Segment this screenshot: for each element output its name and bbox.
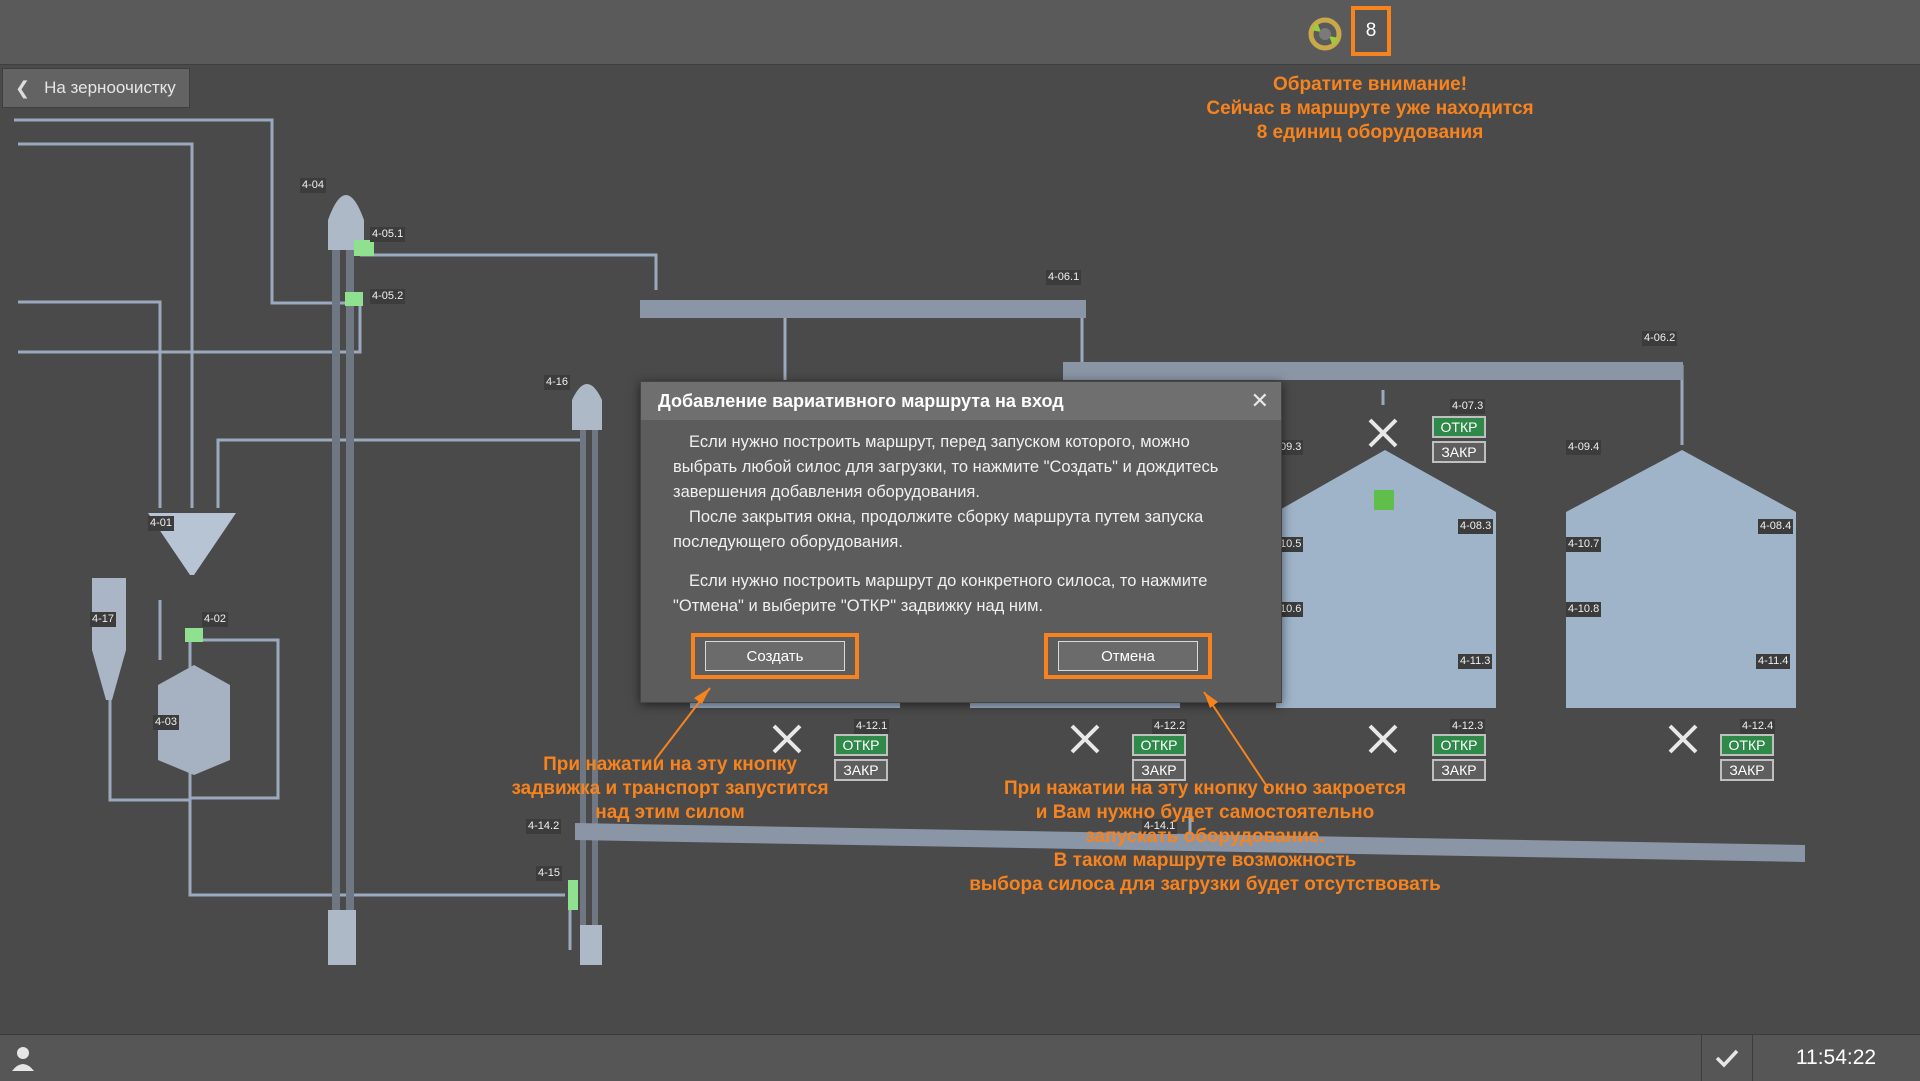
equipment-label: 09.3 <box>1278 440 1304 455</box>
confirm-zone[interactable] <box>1701 1035 1753 1081</box>
bottom-bar: 11:54:22 <box>0 1034 1920 1081</box>
equipment-label: 4-08.4 <box>1758 519 1794 534</box>
equipment-label: 10.5 <box>1278 537 1304 552</box>
annotation-line: и Вам нужно будет самостоятельно <box>1035 802 1375 823</box>
dialog-header: Добавление вариативного маршрута на вход… <box>641 382 1281 420</box>
chevron-left-icon: ❮ <box>15 77 31 98</box>
equipment-label: 4-12.1 <box>854 719 890 734</box>
route-equipment-counter[interactable]: 8 <box>1351 6 1391 56</box>
equipment-label: 4-11.4 <box>1756 654 1791 669</box>
checkmark-icon <box>1715 1049 1739 1068</box>
equipment-label: 4-08.3 <box>1458 519 1494 534</box>
valve-close-button-4-12-2[interactable]: ЗАКР <box>1132 759 1186 781</box>
valve-open-button-4-07-3[interactable]: ОТКР <box>1432 416 1486 438</box>
equipment-label: 4-12.2 <box>1152 719 1188 734</box>
annotation-line: над этим силом <box>595 802 745 823</box>
equipment-label: 10.6 <box>1278 602 1304 617</box>
equipment-label: 4-06.2 <box>1642 331 1678 346</box>
equipment-label: 4-17 <box>90 612 117 627</box>
valve-open-button-4-12-2[interactable]: ОТКР <box>1132 734 1186 756</box>
equipment-label: 4-04 <box>300 178 327 193</box>
equipment-label: 4-14.1 <box>1142 819 1178 834</box>
dialog-text: Если нужно построить маршрут, перед запу… <box>673 433 1219 501</box>
equipment-label: 4-12.3 <box>1450 719 1486 734</box>
equipment-label: 4-07.3 <box>1450 399 1486 414</box>
valve-close-button-4-12-3[interactable]: ЗАКР <box>1432 759 1486 781</box>
back-to-cleaning-button[interactable]: ❮ На зерноочистку <box>2 68 190 108</box>
equipment-label: 4-02 <box>202 612 229 627</box>
equipment-scheme <box>14 118 1805 965</box>
equipment-label: 4-16 <box>544 375 571 390</box>
route-notice: Обратите внимание! Сейчас в маршруте уже… <box>1180 73 1560 145</box>
equipment-label: 4-10.7 <box>1566 537 1602 552</box>
equipment-label: 4-11.3 <box>1458 654 1493 669</box>
valve-open-button-4-12-1[interactable]: ОТКР <box>834 734 888 756</box>
create-button-highlight: Создать <box>691 633 859 679</box>
create-button[interactable]: Создать <box>705 641 845 671</box>
equipment-label: 4-05.1 <box>370 227 406 242</box>
create-annotation: При нажатии на эту кнопку задвижка и тра… <box>490 753 850 825</box>
cancel-button-highlight: Отмена <box>1044 633 1212 679</box>
equipment-label: 4-05.2 <box>370 289 406 304</box>
valve-close-button-4-12-1[interactable]: ЗАКР <box>834 759 888 781</box>
clock: 11:54:22 <box>1795 1046 1877 1069</box>
route-refresh-icon[interactable] <box>1303 12 1347 56</box>
valve-close-button-4-12-4[interactable]: ЗАКР <box>1720 759 1774 781</box>
annotation-line: запускать оборудование. <box>1085 826 1325 847</box>
annotation-line: задвижка и транспорт запустится <box>511 778 829 799</box>
valve-close-button-4-07-3[interactable]: ЗАКР <box>1432 441 1486 463</box>
annotation-line: выбора силоса для загрузки будет отсутст… <box>969 874 1441 895</box>
valve-open-button-4-12-3[interactable]: ОТКР <box>1432 734 1486 756</box>
equipment-label: 4-09.4 <box>1566 440 1602 455</box>
valve-open-button-4-12-4[interactable]: ОТКР <box>1720 734 1774 756</box>
add-variative-route-dialog: Добавление вариативного маршрута на вход… <box>640 381 1282 703</box>
annotation-line: При нажатии на эту кнопку <box>543 754 797 775</box>
cancel-button[interactable]: Отмена <box>1058 641 1198 671</box>
dialog-title: Добавление вариативного маршрута на вход <box>658 390 1064 411</box>
top-bar: 8 <box>0 0 1920 65</box>
equipment-label: 4-15 <box>536 866 563 881</box>
annotation-line: При нажатии на эту кнопку окно закроется <box>1003 778 1407 799</box>
equipment-label: 4-14.2 <box>526 819 562 834</box>
equipment-label: 4-03 <box>153 715 180 730</box>
cancel-annotation: При нажатии на эту кнопку окно закроется… <box>960 777 1450 897</box>
equipment-label: 4-12.4 <box>1740 719 1776 734</box>
user-icon[interactable] <box>8 1043 38 1073</box>
back-button-label: На зерноочистку <box>44 78 176 97</box>
notice-line: Сейчас в маршруте уже находится <box>1206 98 1534 119</box>
close-icon[interactable]: ✕ <box>1250 388 1269 413</box>
dialog-text: Если нужно построить маршрут до конкретн… <box>673 572 1208 615</box>
notice-line: 8 единиц оборудования <box>1256 122 1484 143</box>
dialog-text: После закрытия окна, продолжите сборку м… <box>673 508 1204 551</box>
equipment-label: 4-06.1 <box>1046 270 1082 285</box>
notice-line: Обратите внимание! <box>1272 74 1468 95</box>
dialog-body: Если нужно построить маршрут, перед запу… <box>641 420 1281 619</box>
equipment-label: 4-01 <box>148 516 175 531</box>
equipment-label: 4-10.8 <box>1566 602 1602 617</box>
annotation-line: В таком маршруте возможность <box>1053 850 1357 871</box>
